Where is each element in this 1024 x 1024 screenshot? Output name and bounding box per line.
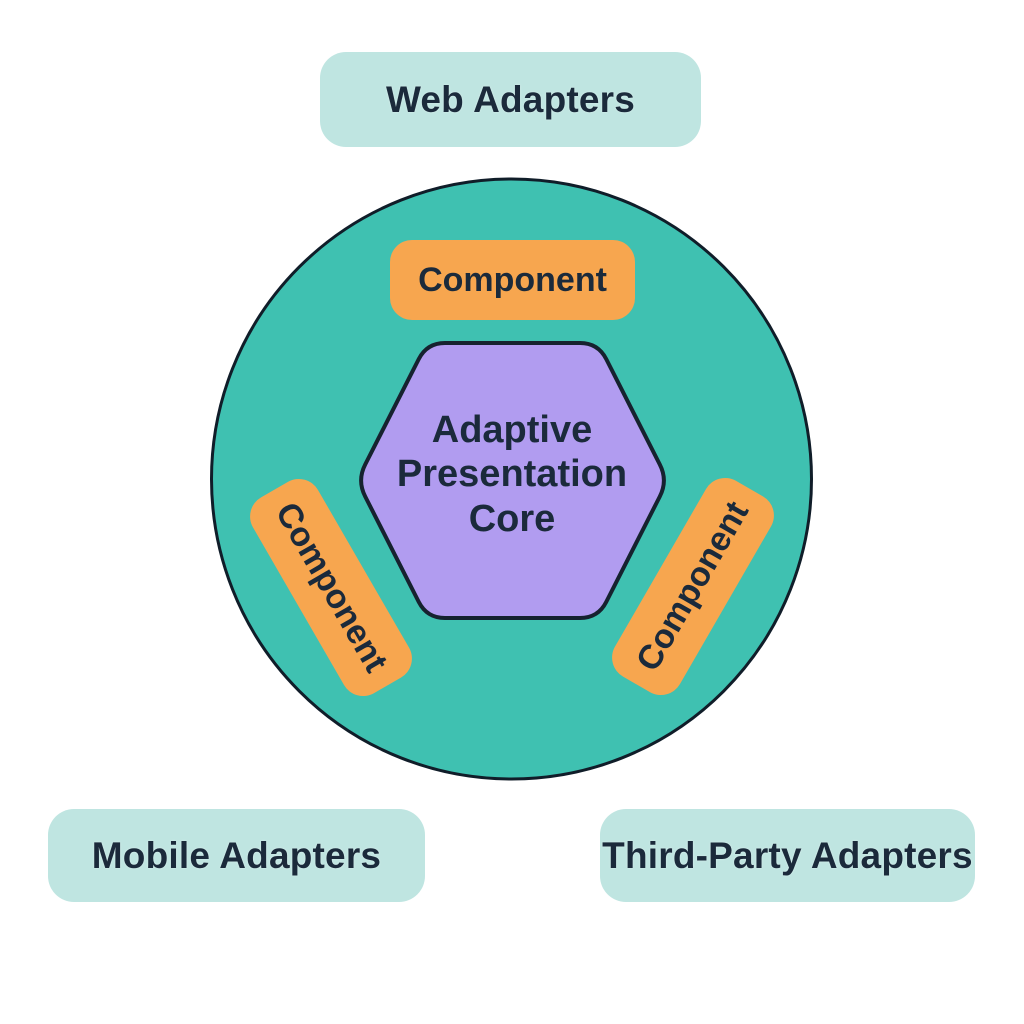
adapter-label-mobile: Mobile Adapters xyxy=(48,809,425,902)
component-badge-top-text: Component xyxy=(418,260,607,299)
adapter-label-web-text: Web Adapters xyxy=(385,78,636,120)
core-hexagon xyxy=(359,341,666,620)
adapter-label-web: Web Adapters xyxy=(320,52,701,147)
adapter-label-third-party: Third-Party Adapters xyxy=(600,809,975,902)
adapter-label-third-party-text: Third-Party Adapters xyxy=(602,834,973,876)
adapter-label-mobile-text: Mobile Adapters xyxy=(91,834,382,876)
core-label: Adaptive Presentation Core xyxy=(396,409,628,540)
component-badge-top: Component xyxy=(390,240,635,320)
